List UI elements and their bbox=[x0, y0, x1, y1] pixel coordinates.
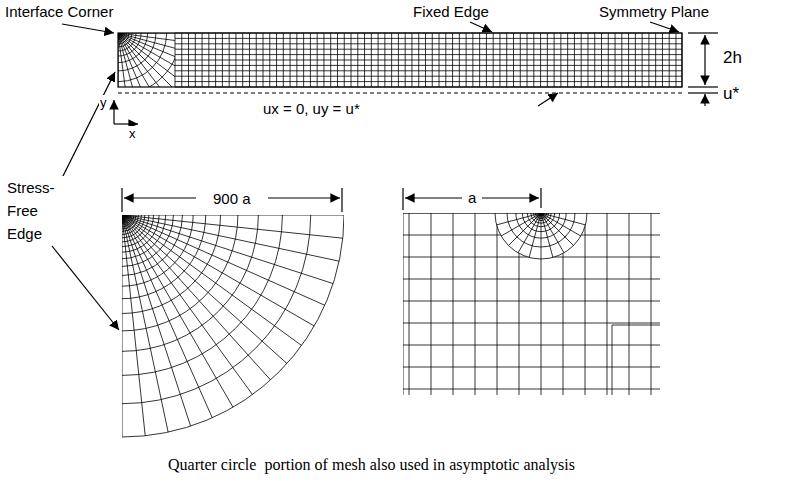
mesh-arc bbox=[118, 33, 175, 87]
mesh-line bbox=[431, 213, 432, 395]
mesh-line bbox=[175, 49, 682, 50]
mesh-line bbox=[403, 213, 404, 395]
mesh-line bbox=[175, 81, 682, 82]
mesh-line bbox=[612, 325, 613, 395]
figure-label: y bbox=[99, 95, 108, 110]
mesh-line bbox=[175, 43, 682, 44]
figure-label: x bbox=[128, 126, 137, 141]
mesh-arc bbox=[118, 33, 141, 56]
mesh-line bbox=[453, 213, 454, 395]
mesh-line bbox=[403, 323, 660, 324]
mesh-line bbox=[403, 213, 660, 214]
mesh-line bbox=[585, 213, 586, 395]
mesh-line bbox=[175, 76, 682, 77]
mesh-line bbox=[651, 213, 652, 395]
mesh-line bbox=[403, 389, 660, 390]
mesh-arc bbox=[122, 215, 311, 404]
radial-mesh bbox=[118, 33, 175, 87]
mesh-arc bbox=[118, 33, 123, 38]
figure-label: ux = 0, uy = u* bbox=[262, 100, 361, 117]
mesh-line bbox=[175, 65, 682, 66]
detail-mesh bbox=[403, 213, 660, 395]
mesh-arc bbox=[122, 215, 159, 252]
mesh-arc bbox=[122, 215, 141, 234]
mesh-arc bbox=[122, 215, 182, 275]
mesh-arc bbox=[122, 215, 134, 227]
mesh-arc bbox=[118, 33, 129, 44]
mesh-line bbox=[175, 70, 682, 71]
mesh-arc bbox=[122, 215, 206, 299]
mesh-arc bbox=[122, 215, 344, 437]
mesh-line bbox=[563, 213, 564, 395]
mesh-arc bbox=[122, 215, 166, 259]
mesh-arc bbox=[122, 215, 154, 247]
figure-label: Symmetry Plane bbox=[598, 3, 710, 20]
detail-grid bbox=[403, 213, 660, 395]
mesh-arc bbox=[122, 215, 126, 219]
mesh-arc bbox=[118, 33, 148, 63]
mesh-line bbox=[403, 367, 660, 368]
figure-label: 2h bbox=[722, 48, 743, 67]
mesh-arc bbox=[122, 215, 221, 314]
mesh-line bbox=[475, 213, 476, 395]
mesh-arc bbox=[118, 33, 175, 87]
figure-label: Interface Corner bbox=[4, 3, 114, 20]
figure-label: u* bbox=[722, 84, 740, 103]
mesh-line bbox=[607, 213, 608, 395]
mesh-line bbox=[612, 325, 660, 326]
mesh-arc bbox=[118, 33, 156, 71]
mesh-arc bbox=[122, 215, 193, 286]
mesh-arc bbox=[118, 33, 127, 42]
mesh-line bbox=[497, 213, 498, 395]
mesh-line bbox=[175, 54, 682, 55]
figure-label: 900 a bbox=[212, 190, 252, 207]
quarter-mesh bbox=[122, 215, 344, 437]
mesh-line bbox=[403, 213, 660, 214]
strip-outline bbox=[118, 33, 682, 87]
figure-caption: Quarter circle portion of mesh also used… bbox=[168, 456, 575, 474]
mesh-arc bbox=[122, 215, 129, 222]
mesh-arc bbox=[118, 33, 122, 37]
mesh-arc bbox=[122, 215, 238, 331]
mesh-line bbox=[118, 33, 173, 87]
mesh-arc bbox=[122, 215, 145, 238]
mesh-line bbox=[175, 60, 682, 61]
mesh-arc bbox=[122, 215, 136, 229]
mesh-line bbox=[541, 213, 542, 395]
figure-label: a bbox=[467, 189, 477, 206]
mesh-arc bbox=[122, 215, 127, 220]
mesh-line bbox=[519, 213, 520, 395]
grid-mesh bbox=[175, 33, 682, 87]
figure-label: Stress- Free Edge bbox=[6, 176, 70, 245]
mesh-arc bbox=[122, 215, 132, 225]
mesh-arc bbox=[122, 215, 126, 219]
mesh-line bbox=[409, 213, 410, 395]
mesh-line bbox=[118, 33, 175, 87]
mesh-arc bbox=[122, 215, 131, 224]
mesh-line bbox=[403, 235, 660, 236]
mesh-line bbox=[118, 33, 163, 87]
mesh-arc bbox=[122, 215, 258, 351]
mesh-arc bbox=[118, 33, 136, 51]
mesh-arc bbox=[122, 215, 282, 375]
mesh-arc bbox=[118, 33, 167, 82]
mesh-line bbox=[403, 257, 660, 258]
mesh-line bbox=[403, 301, 660, 302]
mesh-arc bbox=[118, 33, 125, 40]
mesh-arc bbox=[122, 215, 138, 231]
mesh-arc bbox=[122, 215, 128, 221]
mesh-line bbox=[118, 33, 130, 87]
figure-label: Fixed Edge bbox=[412, 3, 490, 20]
mesh-line bbox=[175, 38, 682, 39]
mesh-arc bbox=[118, 33, 132, 47]
mesh-line bbox=[403, 279, 660, 280]
mesh-line bbox=[403, 345, 660, 346]
mesh-arc bbox=[122, 215, 173, 266]
mesh-arc bbox=[122, 215, 149, 242]
mesh-line bbox=[629, 213, 630, 395]
